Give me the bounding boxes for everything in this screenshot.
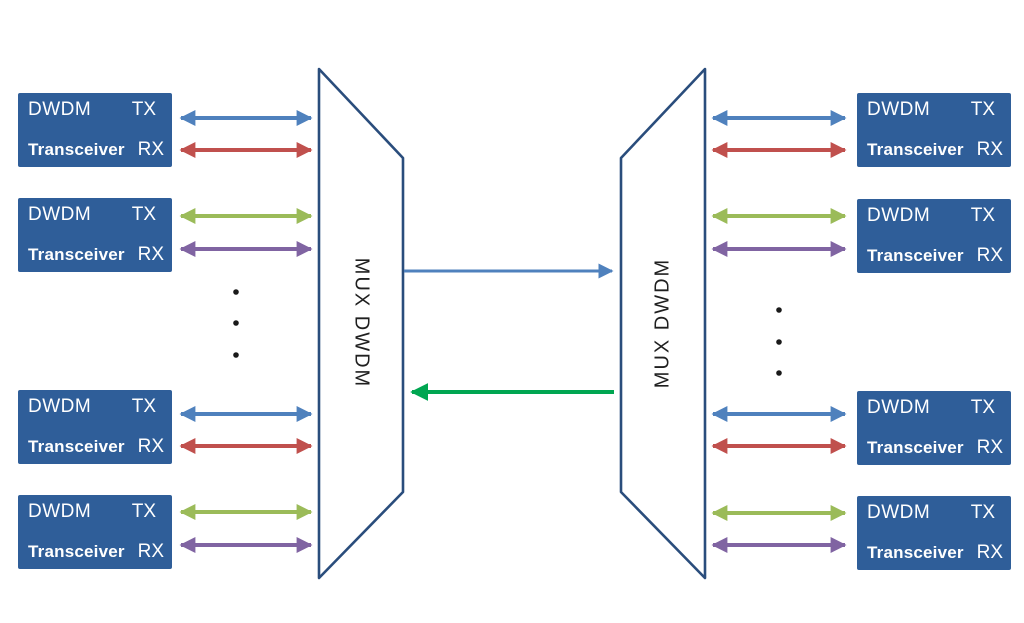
dwdm-transceiver-box: DWDM TX Transceiver RX: [18, 198, 172, 272]
transceiver-name-line1: DWDM: [28, 99, 92, 120]
tx-port-label: TX: [131, 99, 156, 120]
dwdm-transceiver-box: DWDM TX Transceiver RX: [18, 93, 172, 167]
rx-port-label: RX: [976, 245, 1003, 266]
left-mux-label: MUX DWDM: [350, 257, 373, 389]
left-ellipsis-dots: [233, 289, 239, 358]
transceiver-name-line2: Transceiver: [28, 542, 125, 561]
transceiver-name-line2: Transceiver: [867, 140, 964, 159]
transceiver-name-line2: Transceiver: [28, 140, 125, 159]
tx-port-label: TX: [131, 501, 156, 522]
right-channel-arrows: [711, 110, 847, 553]
rx-port-label: RX: [137, 244, 164, 265]
rx-port-label: RX: [976, 139, 1003, 160]
rx-port-label: RX: [976, 542, 1003, 563]
transceiver-name-line1: DWDM: [28, 204, 92, 225]
dwdm-transceiver-box: DWDM TX Transceiver RX: [857, 199, 1011, 273]
transceiver-name-line1: DWDM: [867, 502, 931, 523]
transceiver-name-line1: DWDM: [28, 501, 92, 522]
left-channel-arrows: [179, 110, 313, 553]
transceiver-name-line2: Transceiver: [28, 437, 125, 456]
rx-port-label: RX: [137, 541, 164, 562]
transceiver-name-line1: DWDM: [867, 99, 931, 120]
dwdm-transceiver-box: DWDM TX Transceiver RX: [857, 496, 1011, 570]
transceiver-name-line2: Transceiver: [867, 246, 964, 265]
tx-port-label: TX: [970, 502, 995, 523]
tx-port-label: TX: [131, 204, 156, 225]
transceiver-name-line1: DWDM: [28, 396, 92, 417]
left-mux-trapezoid: [317, 67, 405, 580]
dwdm-transceiver-box: DWDM TX Transceiver RX: [18, 390, 172, 464]
dwdm-transceiver-box: DWDM TX Transceiver RX: [857, 391, 1011, 465]
tx-port-label: TX: [970, 205, 995, 226]
tx-port-label: TX: [131, 396, 156, 417]
transceiver-name-line2: Transceiver: [867, 543, 964, 562]
rx-port-label: RX: [976, 437, 1003, 458]
tx-port-label: TX: [970, 99, 995, 120]
right-mux-label: MUX DWDM: [651, 257, 674, 389]
transceiver-name-line2: Transceiver: [28, 245, 125, 264]
right-mux-trapezoid: [619, 67, 707, 580]
transceiver-name-line1: DWDM: [867, 205, 931, 226]
tx-port-label: TX: [970, 397, 995, 418]
transceiver-name-line1: DWDM: [867, 397, 931, 418]
dwdm-transceiver-box: DWDM TX Transceiver RX: [857, 93, 1011, 167]
transceiver-name-line2: Transceiver: [867, 438, 964, 457]
rx-port-label: RX: [137, 139, 164, 160]
right-ellipsis-dots: [776, 307, 782, 376]
rx-port-label: RX: [137, 436, 164, 457]
dwdm-transceiver-box: DWDM TX Transceiver RX: [18, 495, 172, 569]
